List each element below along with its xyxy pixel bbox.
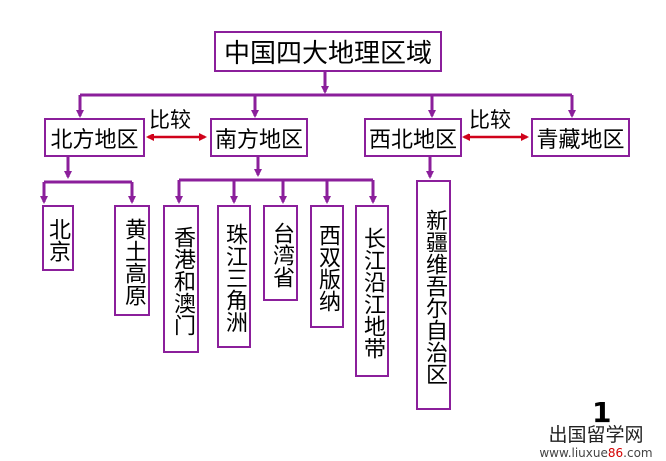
region-northwest-box: 西北地区 [364, 118, 462, 157]
compare-label-north-south: 比较 [149, 104, 191, 134]
region-qingzang-box: 青藏地区 [531, 118, 630, 157]
diagram-title: 中国四大地理区域 [214, 31, 442, 72]
north-child-beijing: 北京 [42, 205, 74, 271]
watermark-site-name: 出国留学网 [548, 424, 644, 446]
south-child-hongkong-macau: 香港和澳门 [163, 205, 199, 353]
region-north-box: 北方地区 [44, 118, 145, 157]
south-child-pearl-river-delta: 珠江三角洲 [217, 205, 251, 348]
south-child-xishuangbanna: 西双版纳 [310, 205, 344, 328]
region-south-box: 南方地区 [210, 118, 308, 157]
south-child-yangtze-belt: 长江沿江地带 [355, 205, 389, 377]
watermark-url-number: 86 [607, 446, 624, 460]
watermark-url-suffix: .com [623, 446, 653, 460]
page-number: 1 [592, 396, 612, 429]
watermark-url-prefix: www.liuxue [539, 446, 608, 460]
watermark-url: www.liuxue86.com [528, 446, 664, 460]
south-child-taiwan: 台湾省 [263, 205, 298, 301]
watermark-logo: 出国留学网 www.liuxue86.com [528, 424, 664, 460]
compare-label-northwest-qingzang: 比较 [469, 104, 511, 134]
north-child-loess-plateau: 黄土高原 [114, 205, 150, 316]
northwest-child-xinjiang: 新疆维吾尔自治区 [416, 180, 451, 410]
